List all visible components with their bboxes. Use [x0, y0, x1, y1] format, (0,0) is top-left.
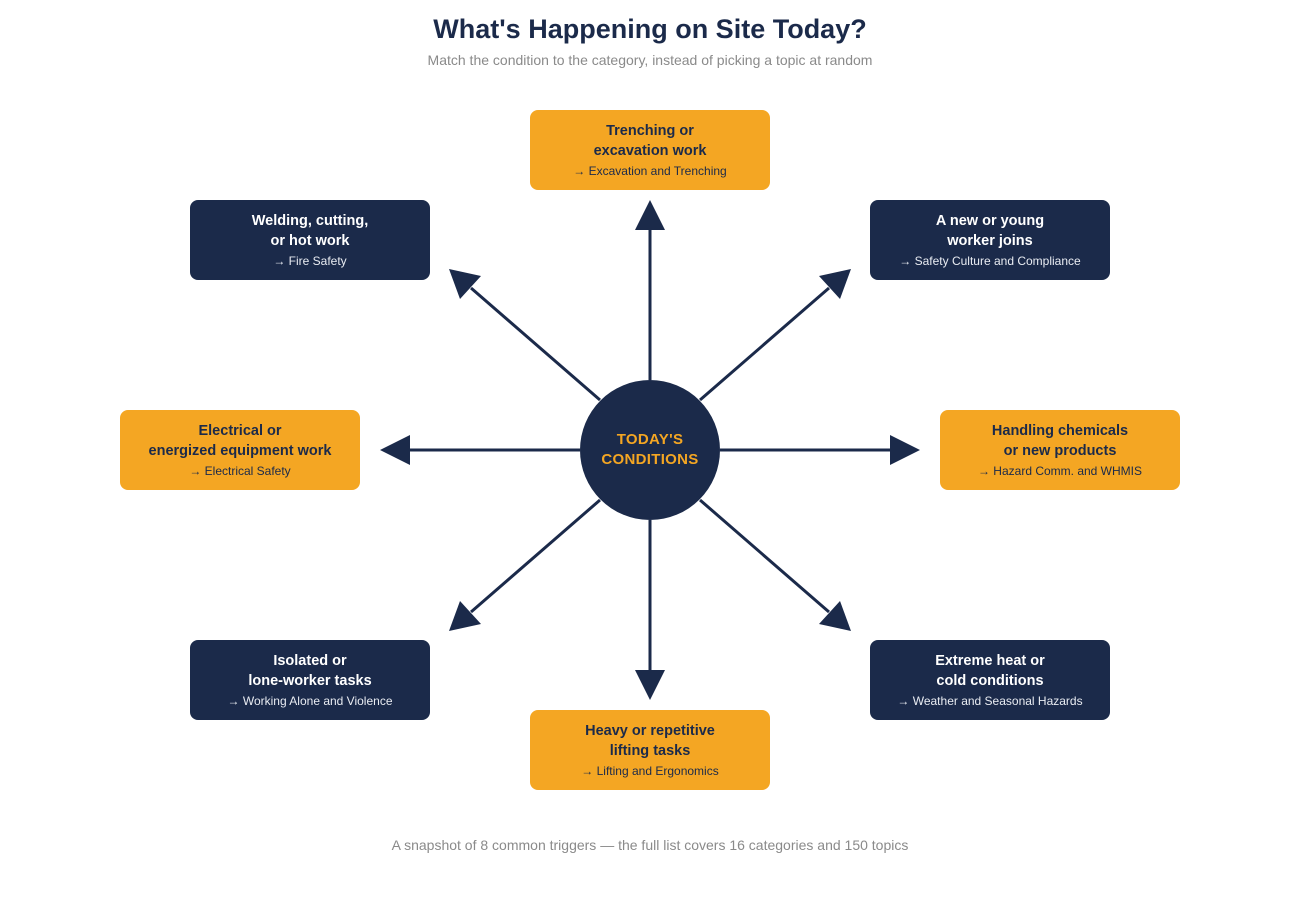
- node-lifting: Heavy or repetitive lifting tasks → Lift…: [530, 710, 770, 790]
- arrow-down-right-line: [699, 498, 830, 614]
- node-lone-worker-line2: lone-worker tasks: [248, 673, 372, 689]
- node-chemicals-category: → Hazard Comm. and WHMIS: [977, 464, 1143, 478]
- arrow-down-right-head: [819, 601, 851, 631]
- footer-note: A snapshot of 8 common triggers — the fu…: [391, 837, 909, 853]
- node-hot-work-category: → Fire Safety: [273, 254, 347, 268]
- arrow-up-left-line: [470, 286, 601, 402]
- arrow-left-head: [380, 435, 410, 465]
- arrow-up-right-head: [819, 269, 851, 299]
- node-hot-work-line1: Welding, cutting,: [251, 213, 369, 229]
- node-lifting-category: → Lifting and Ergonomics: [581, 764, 719, 778]
- arrow-down-head: [635, 670, 665, 700]
- node-new-worker-line2: worker joins: [947, 233, 1033, 249]
- node-electrical-line1: Electrical or: [198, 423, 282, 439]
- node-hot-work: Welding, cutting, or hot work → Fire Saf…: [190, 200, 430, 280]
- node-electrical: Electrical or energized equipment work →…: [120, 410, 360, 490]
- node-trenching-line1: Trenching or: [606, 123, 694, 139]
- arrow-up-head: [635, 200, 665, 230]
- arrow-down-left-head: [449, 601, 481, 631]
- node-chemicals-line1: Handling chemicals: [991, 423, 1129, 439]
- node-chemicals: Handling chemicals or new products → Haz…: [940, 410, 1180, 490]
- node-lone-worker: Isolated or lone-worker tasks → Working …: [190, 640, 430, 720]
- node-new-worker: A new or young worker joins → Safety Cul…: [870, 200, 1110, 280]
- node-lone-worker-line1: Isolated or: [273, 653, 347, 669]
- node-electrical-line2: energized equipment work: [148, 443, 332, 459]
- node-chemicals-line2: or new products: [1003, 443, 1117, 459]
- node-extreme-weather-line2: cold conditions: [936, 673, 1044, 689]
- node-trenching: Trenching or excavation work → Excavatio…: [530, 110, 770, 190]
- arrow-up-right-line: [699, 286, 830, 402]
- node-new-worker-line1: A new or young: [935, 213, 1045, 229]
- node-lone-worker-category: → Working Alone and Violence: [227, 694, 393, 708]
- arrow-up-left-head: [449, 269, 481, 299]
- page-title: What's Happening on Site Today?: [433, 14, 867, 44]
- page-subtitle: Match the condition to the category, ins…: [427, 52, 873, 68]
- node-extreme-weather: Extreme heat or cold conditions → Weathe…: [870, 640, 1110, 720]
- node-extreme-weather-category: → Weather and Seasonal Hazards: [897, 694, 1083, 708]
- node-trenching-category: → Excavation and Trenching: [573, 164, 727, 178]
- node-hot-work-line2: or hot work: [270, 233, 350, 249]
- node-electrical-category: → Electrical Safety: [189, 464, 291, 478]
- arrow-right-head: [890, 435, 920, 465]
- node-new-worker-category: → Safety Culture and Compliance: [899, 254, 1081, 268]
- node-lifting-line2: lifting tasks: [609, 743, 691, 759]
- arrow-down-left-line: [470, 498, 601, 614]
- node-trenching-line2: excavation work: [593, 143, 707, 159]
- node-extreme-weather-line1: Extreme heat or: [935, 653, 1045, 669]
- hub-circle: TODAY'S CONDITIONS: [580, 380, 720, 520]
- hub-line1: TODAY'S: [616, 431, 684, 448]
- hub-line2: CONDITIONS: [601, 451, 699, 468]
- node-lifting-line1: Heavy or repetitive: [585, 723, 715, 739]
